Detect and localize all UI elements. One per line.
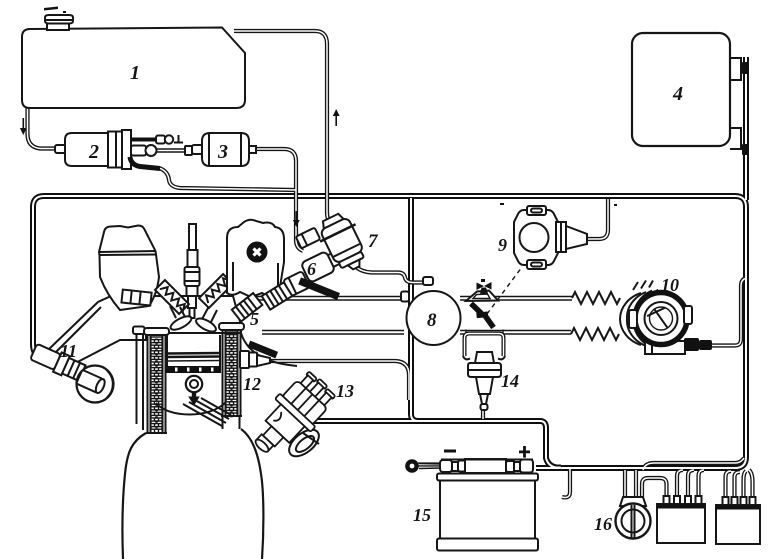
svg-text:5: 5	[250, 309, 259, 329]
svg-text:3: 3	[217, 141, 228, 163]
svg-text:8: 8	[427, 310, 437, 331]
svg-text:16: 16	[594, 514, 612, 534]
svg-text:1: 1	[130, 62, 140, 84]
svg-text:7: 7	[368, 231, 379, 252]
svg-text:6: 6	[307, 259, 316, 279]
svg-text:12: 12	[243, 374, 261, 394]
svg-text:2: 2	[88, 141, 99, 163]
svg-text:11: 11	[60, 341, 77, 361]
svg-text:9: 9	[498, 235, 507, 255]
svg-text:14: 14	[501, 371, 519, 391]
svg-text:4: 4	[672, 83, 683, 105]
svg-text:15: 15	[413, 505, 431, 525]
svg-text:10: 10	[661, 275, 679, 295]
svg-text:13: 13	[336, 381, 354, 401]
